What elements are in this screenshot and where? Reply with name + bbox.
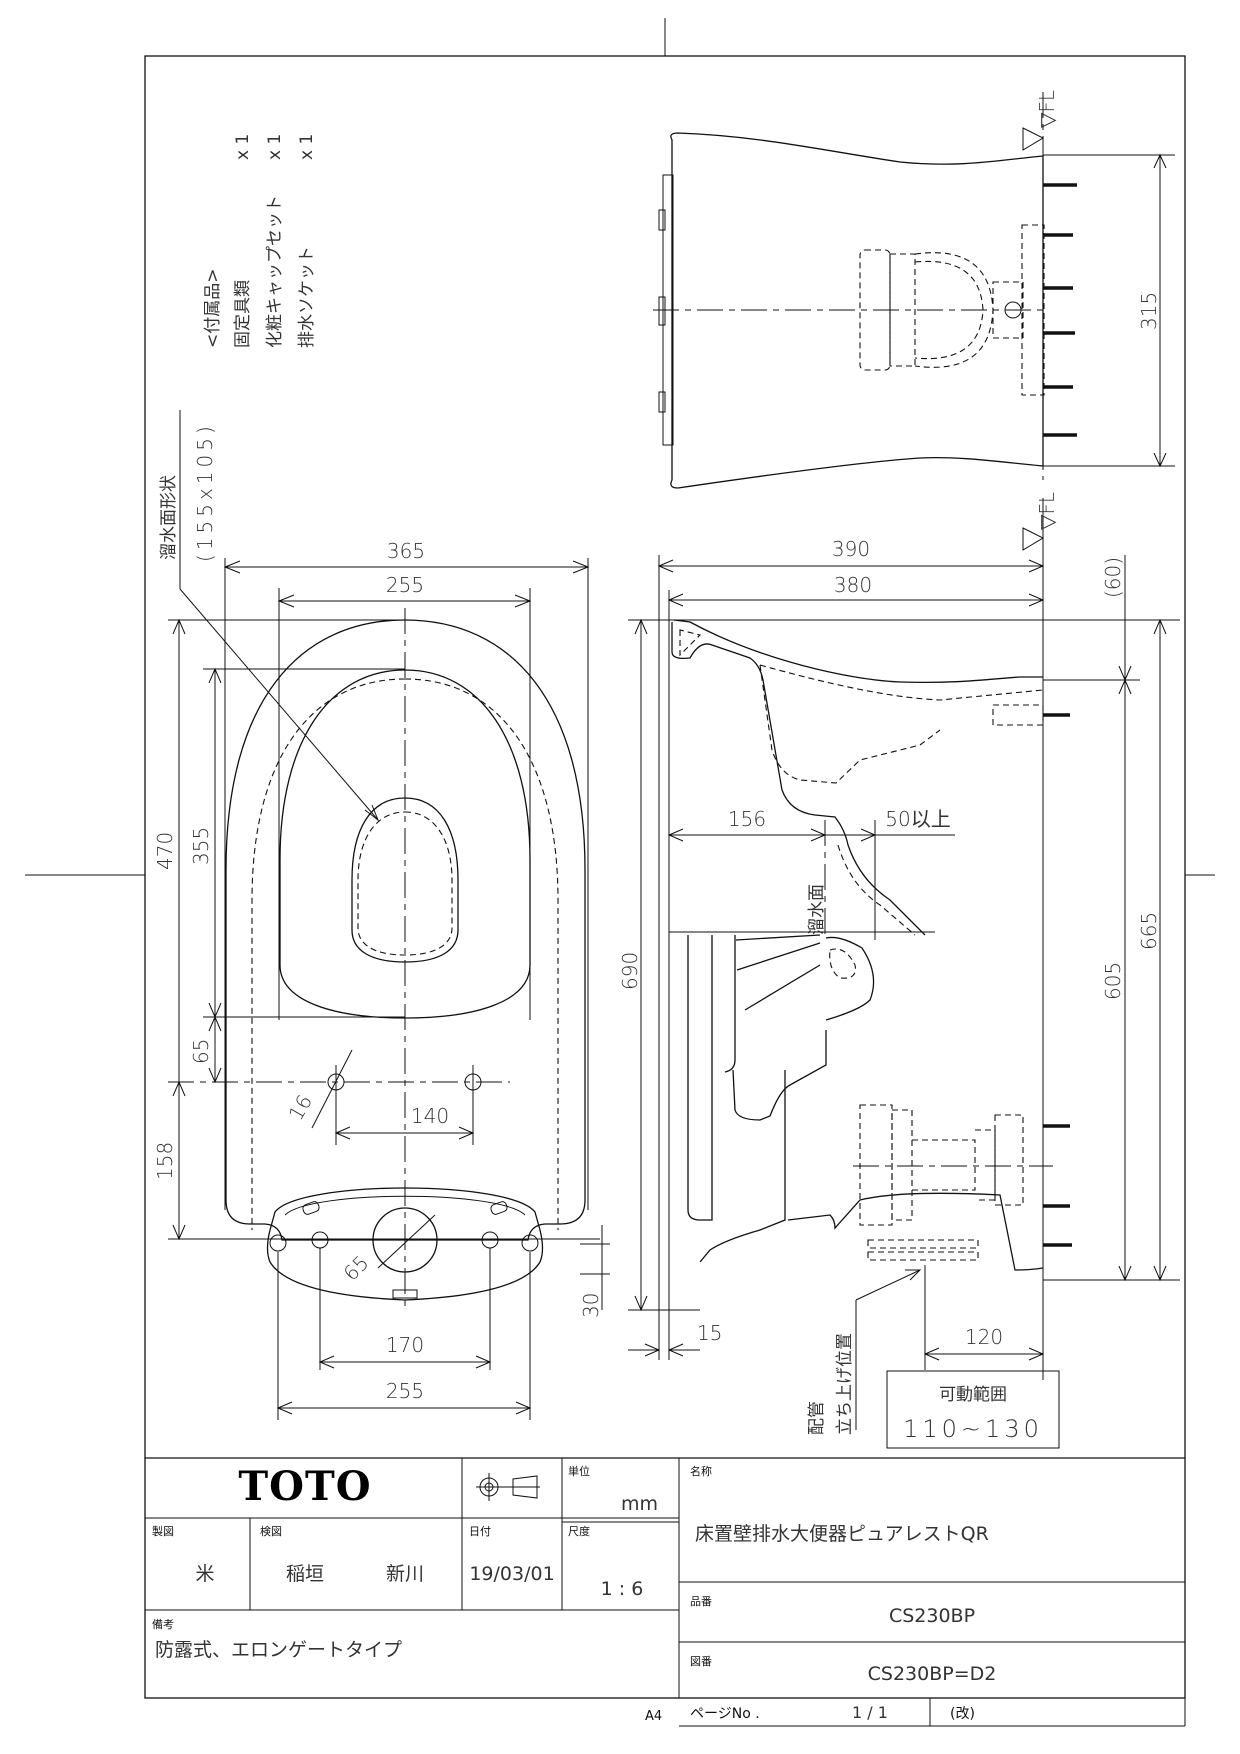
drain-socket-side	[859, 1104, 893, 1226]
adjustable-range-box	[886, 1370, 1060, 1449]
dim-140: 140	[411, 1104, 449, 1128]
notes-label: 備考	[152, 1618, 174, 1631]
accessory-qty: x 1	[233, 134, 253, 160]
dim-255-top: 255	[386, 573, 424, 597]
checker-2: 新川	[386, 1563, 424, 1585]
third-angle-projection-icon	[476, 1473, 540, 1501]
drawing-number: CS230BP=D2	[868, 1663, 997, 1685]
scale-value: 1 : 6	[601, 1578, 644, 1600]
dim-156: 156	[728, 807, 766, 831]
revision-mark: (改)	[950, 1706, 975, 1722]
toto-logo: TOTO	[238, 1463, 371, 1510]
dim-365: 365	[387, 539, 425, 563]
unit-value: mm	[621, 1493, 658, 1515]
page-label: ページNo .	[690, 1706, 760, 1722]
trap-shape-size: (155x105)	[193, 422, 217, 562]
dim-170: 170	[386, 1333, 424, 1357]
dim-120: 120	[965, 1325, 1003, 1349]
dim-355: 355	[189, 827, 213, 865]
adjustable-range-title: 可動範囲	[939, 1385, 1007, 1405]
dim-390: 390	[832, 537, 870, 561]
wall-bracket-outline	[1021, 224, 1045, 396]
bowl-outline-plan	[670, 132, 1044, 489]
checker-1: 稲垣	[286, 1563, 324, 1585]
trap-shape-label: 溜水面形状	[159, 475, 179, 560]
drawn-by-label: 製図	[152, 1524, 174, 1538]
unit-label: 単位	[568, 1464, 590, 1478]
dim-255-bottom: 255	[386, 1379, 424, 1403]
drawn-by-value: 米	[195, 1563, 214, 1585]
name-label: 名称	[690, 1464, 712, 1478]
bowl-outer-outline	[225, 619, 586, 1241]
date-value: 19/03/01	[469, 1563, 554, 1585]
paper-size: A4	[645, 1709, 662, 1724]
dim-65-vertical: 65	[189, 1039, 213, 1064]
dim-60: (60)	[1101, 557, 1125, 598]
scale-label: 尺度	[568, 1524, 590, 1538]
accessory-name: 化粧キャップセット	[265, 195, 285, 348]
drawing-number-label: 図番	[690, 1655, 712, 1668]
dim-315: 315	[1137, 292, 1161, 330]
dim-30: 30	[579, 1293, 603, 1318]
date-label: 日付	[469, 1525, 491, 1538]
part-number-label: 品番	[690, 1595, 712, 1608]
fl-label-plan: ▽FL	[1035, 90, 1059, 128]
dim-16-hole: 16	[284, 1090, 318, 1124]
outlet-circle	[372, 1207, 438, 1273]
top-view: 溜水面形状 (155x105) 365 255 470 355	[153, 410, 610, 1420]
dim-470: 470	[153, 832, 177, 870]
pipe-label: 配管	[807, 1401, 827, 1435]
bowl-opening	[351, 797, 459, 963]
accessory-qty: x 1	[297, 134, 317, 160]
notes-value: 防露式、エロンゲートタイプ	[155, 1639, 402, 1661]
tank-side	[687, 935, 713, 1221]
product-name: 床置壁排水大便器ピュアレストQR	[695, 1523, 989, 1545]
dim-158: 158	[153, 1142, 177, 1180]
accessory-qty: x 1	[265, 134, 285, 160]
water-surface-outline	[357, 811, 453, 956]
floor-plan-view: ▽FL 315	[653, 90, 1175, 489]
base-plate	[266, 1187, 544, 1301]
bowl-inner-profile	[671, 622, 849, 846]
dim-605: 605	[1101, 962, 1125, 1000]
water-level-label: 溜水面	[807, 884, 827, 935]
accessories-header: <付属品>	[203, 269, 223, 349]
pipe-riser-position-label: 立ち上げ位置	[835, 1333, 855, 1435]
floor-level-marker	[1022, 127, 1045, 151]
dim-65-outlet: 65	[339, 1251, 374, 1286]
seat-outline	[279, 669, 531, 1019]
trap-outlet-side	[825, 936, 875, 1021]
checked-by-label: 検図	[260, 1524, 282, 1538]
drain-socket-outline	[859, 249, 891, 371]
page-number: 1 / 1	[852, 1703, 888, 1722]
dim-665: 665	[1137, 912, 1161, 950]
dim-50-min: 50以上	[885, 807, 950, 831]
accessory-name: 排水ソケット	[297, 246, 317, 348]
side-view: ▽FL 390 380 (60) 156 50以上 溜水面	[618, 492, 1180, 1449]
adjustable-range-value: 110~130	[903, 1415, 1043, 1443]
accessory-name: 固定具類	[233, 280, 253, 348]
dim-15: 15	[697, 1321, 722, 1345]
dim-690: 690	[618, 952, 642, 990]
bowl-top-profile	[673, 619, 1043, 684]
wall-screws-plan	[1043, 183, 1077, 437]
dim-380: 380	[834, 573, 872, 597]
title-block: TOTO 単位 mm 名称 床置壁排水大便器ピュアレストQR 製図 米 検図 稲…	[145, 1457, 1186, 1727]
part-number: CS230BP	[889, 1605, 975, 1627]
fl-label-side: ▽FL	[1035, 492, 1059, 530]
accessories-list: <付属品> 固定具類 化粧キャップセット 排水ソケット x 1 x 1 x 1	[203, 134, 317, 348]
